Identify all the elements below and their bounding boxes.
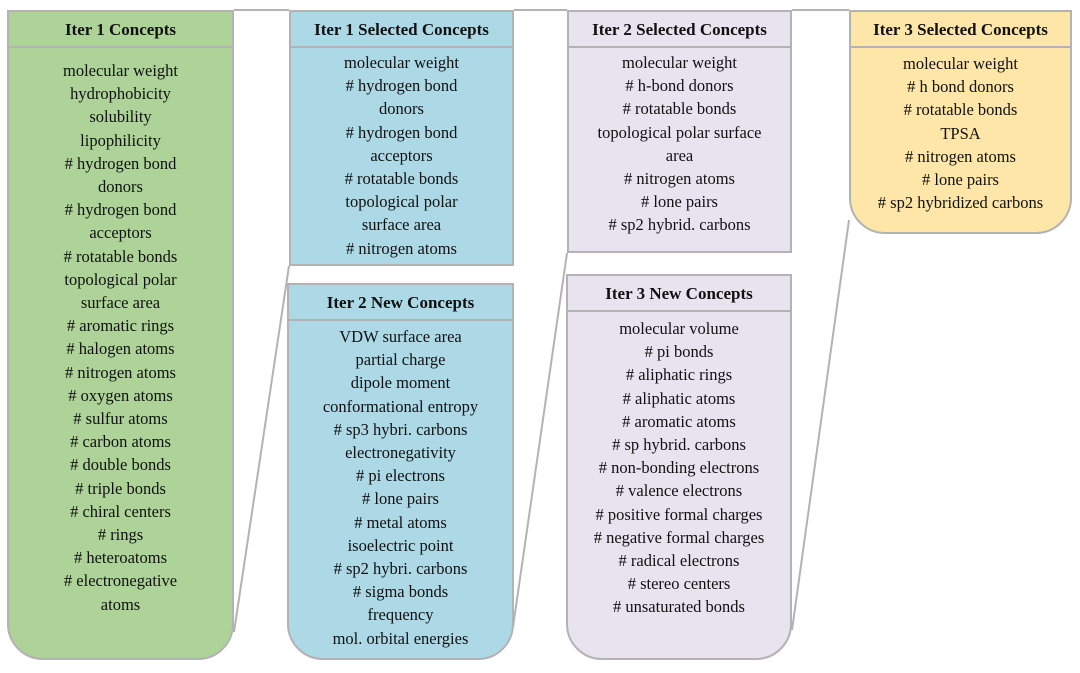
concept-item: # heteroatoms xyxy=(73,548,167,568)
concept-item: donors xyxy=(379,99,424,119)
concept-item: # sp hybrid. carbons xyxy=(612,435,746,455)
concept-item: # hydrogen bond xyxy=(64,153,177,173)
iter3-new-list: molecular volume # pi bonds # aliphatic ri… xyxy=(568,312,790,619)
concept-item: hydrophobicity xyxy=(70,84,171,104)
iter2-selected-list: molecular weight # h-bond donors # rotatab… xyxy=(569,48,790,237)
concept-item: # aliphatic atoms xyxy=(622,388,736,408)
concept-item: # metal atoms xyxy=(354,512,447,532)
concept-item: lipophilicity xyxy=(80,130,161,150)
iter2-new-box: Iter 2 New Concepts VDW surface area part… xyxy=(287,283,514,660)
concept-item: VDW surface area xyxy=(339,327,462,346)
iter3-new-title: Iter 3 New Concepts xyxy=(568,276,790,312)
concept-item: # non-bonding electrons xyxy=(598,458,760,478)
concept-item: # nitrogen atoms xyxy=(346,238,457,258)
concept-item: mol. orbital energies xyxy=(332,628,469,648)
concept-item: molecular weight xyxy=(62,61,178,80)
iter2-selected-box: Iter 2 Selected Concepts molecular weigh… xyxy=(567,10,792,253)
concept-item: surface area xyxy=(361,215,442,235)
connector-iter3-to-selected-bottom xyxy=(791,219,850,631)
concept-item: TPSA xyxy=(940,123,981,143)
concept-item: donors xyxy=(98,177,143,197)
concept-item: # triple bonds xyxy=(75,478,166,498)
connector-iter1-to-selected-bottom xyxy=(233,265,290,633)
iter1-selected-title: Iter 1 Selected Concepts xyxy=(291,12,512,48)
concept-item: # pi bonds xyxy=(644,342,714,362)
concept-item: partial charge xyxy=(355,350,446,370)
concept-item: # h bond donors xyxy=(907,77,1014,97)
concept-item: electronegativity xyxy=(345,443,456,463)
iter2-new-title: Iter 2 New Concepts xyxy=(289,285,512,321)
concept-item: # sigma bonds xyxy=(352,582,449,602)
concept-item: # halogen atoms xyxy=(66,339,175,359)
concept-item: # radical electrons xyxy=(618,551,740,571)
iter3-new-box: Iter 3 New Concepts molecular volume # pi… xyxy=(566,274,792,660)
iter3-selected-list: molecular weight # h bond donors # rotatab… xyxy=(851,48,1070,214)
iter2-selected-title: Iter 2 Selected Concepts xyxy=(569,12,790,48)
concept-item: # chiral centers xyxy=(70,501,171,521)
concept-item: area xyxy=(665,145,694,165)
concept-item: topological polar xyxy=(64,269,177,289)
concept-item: # carbon atoms xyxy=(70,432,171,452)
concept-item: topological polar surface xyxy=(597,122,762,142)
iter2-new-list: VDW surface area partial charge dipole mom… xyxy=(289,321,512,650)
concept-item: # rotatable bonds xyxy=(903,100,1018,120)
iter1-concepts-list: molecular weight hydrophobicity solubility… xyxy=(9,48,232,616)
concept-item: acceptors xyxy=(370,145,433,165)
concept-item: # aromatic atoms xyxy=(622,411,736,431)
concept-item: molecular weight xyxy=(343,53,459,72)
concept-item: # nitrogen atoms xyxy=(624,169,735,189)
concept-item: # sp2 hybri. carbons xyxy=(333,559,468,579)
concept-item: # valence electrons xyxy=(615,481,743,501)
concept-item: acceptors xyxy=(89,223,152,243)
iter1-selected-box: Iter 1 Selected Concepts molecular weigh… xyxy=(289,10,514,266)
iter3-selected-box: Iter 3 Selected Concepts molecular weigh… xyxy=(849,10,1072,234)
iter1-concepts-title: Iter 1 Concepts xyxy=(9,12,232,48)
concept-item: # electronegative xyxy=(63,571,178,591)
concept-item: solubility xyxy=(89,107,152,127)
concept-item: # stereo centers xyxy=(627,574,731,594)
concept-item: molecular weight xyxy=(902,54,1018,73)
concept-item: # sp2 hybrid. carbons xyxy=(608,215,751,235)
concept-item: # negative formal charges xyxy=(593,527,765,547)
concept-item: # aromatic rings xyxy=(66,316,175,336)
concept-item: # rotatable bonds xyxy=(622,99,737,119)
concept-item: # h-bond donors xyxy=(625,76,734,96)
concept-item: # nitrogen atoms xyxy=(65,362,176,382)
iter3-selected-title: Iter 3 Selected Concepts xyxy=(851,12,1070,48)
concept-item: # sulfur atoms xyxy=(73,409,168,429)
concept-item: # oxygen atoms xyxy=(68,385,173,405)
concept-item: # aliphatic rings xyxy=(625,365,733,385)
concept-item: # lone pairs xyxy=(641,192,718,212)
concept-item: # hydrogen bond xyxy=(345,122,458,142)
concept-item: # lone pairs xyxy=(362,489,439,509)
concept-item: topological polar xyxy=(345,192,458,212)
concept-item: # rotatable bonds xyxy=(344,169,459,189)
concept-item: # hydrogen bond xyxy=(64,200,177,220)
concept-item: surface area xyxy=(80,293,161,313)
concept-item: # nitrogen atoms xyxy=(905,146,1016,166)
concept-item: molecular volume xyxy=(619,319,739,338)
iter1-concepts-box: Iter 1 Concepts molecular weight hydropho… xyxy=(7,10,234,660)
connector-iter2-to-selected-bottom xyxy=(512,252,568,628)
concept-item: # unsaturated bonds xyxy=(613,597,745,617)
concept-item: atoms xyxy=(100,594,141,614)
concept-item: # double bonds xyxy=(70,455,171,475)
concept-item: frequency xyxy=(367,605,434,625)
concept-item: conformational entropy xyxy=(322,396,479,416)
concept-item: # hydrogen bond xyxy=(345,76,458,96)
concept-item: # positive formal charges xyxy=(595,504,763,524)
concept-item: dipole moment xyxy=(350,373,451,393)
iter1-selected-list: molecular weight # hydrogen bond donors # h… xyxy=(291,48,512,260)
concept-item: # rings xyxy=(97,525,144,545)
concept-item: # sp3 hybri. carbons xyxy=(333,419,468,439)
concept-item: # pi electrons xyxy=(356,466,445,486)
concept-item: molecular weight xyxy=(621,53,737,72)
concept-item: # lone pairs xyxy=(922,170,999,190)
concept-item: isoelectric point xyxy=(347,535,454,555)
concept-item: # sp2 hybridized carbons xyxy=(877,193,1044,213)
concept-item: # rotatable bonds xyxy=(63,246,178,266)
